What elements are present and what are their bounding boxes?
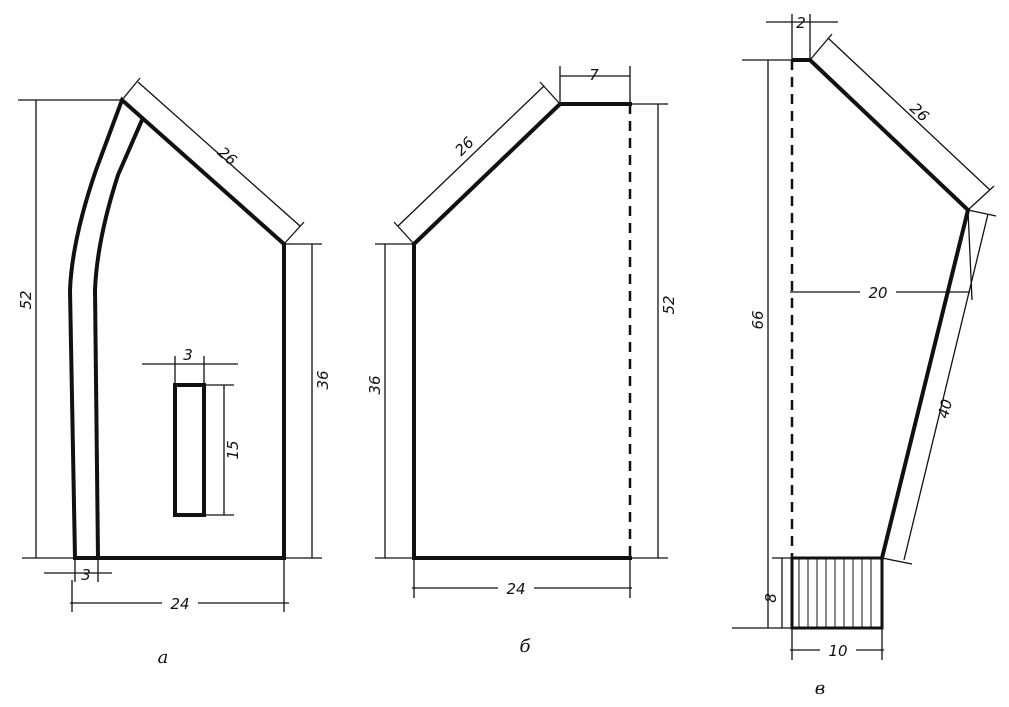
dim-line-v-top-edge — [827, 37, 991, 191]
dim-b-top-flat: 7 — [589, 66, 599, 84]
label-mask-b-bottom — [498, 579, 534, 597]
figure-a-strip-line — [92, 117, 145, 561]
dim-a-top-edge: 26 — [214, 143, 240, 169]
dim-a-slot-width: 3 — [183, 346, 193, 364]
caption-b: б — [520, 636, 532, 657]
figure-a-outline — [67, 96, 286, 560]
caption-a: а — [158, 647, 169, 668]
dim-v-long-edge: 40 — [934, 397, 956, 420]
ext-line-b-top-edge-1 — [393, 221, 415, 245]
ext-line-v-long-edge-1 — [967, 209, 997, 217]
dim-b-bottom-width: 24 — [506, 580, 525, 598]
ext-line-v-long-edge-2 — [881, 557, 913, 565]
label-mask-v-mid — [860, 283, 896, 301]
ext-line-v-top-edge-2 — [967, 185, 995, 211]
dim-v-height-total: 66 — [749, 310, 767, 329]
dim-line-a-top-edge — [137, 81, 301, 227]
dim-line-b-top-edge — [397, 85, 545, 227]
dim-a-height-total: 52 — [17, 290, 35, 309]
dim-a-bottom-width: 24 — [170, 595, 189, 613]
figure-a: 52 26 36 3 15 3 24 а — [17, 77, 332, 668]
figure-v-cuff — [790, 556, 884, 630]
ext-line-v-top-edge-1 — [809, 33, 833, 61]
label-mask-v-cuff — [820, 641, 856, 659]
dim-a-right-side: 36 — [314, 370, 332, 389]
dim-v-top-offset: 2 — [796, 14, 806, 32]
dim-b-height-total: 52 — [660, 295, 678, 314]
ext-line-b-top-edge-2 — [539, 81, 561, 105]
figure-a-slot — [173, 383, 206, 517]
figure-v: 2 26 66 20 40 8 10 в — [732, 14, 997, 699]
figure-b-outline — [412, 102, 632, 560]
dim-v-cuff-height: 8 — [762, 593, 780, 603]
dim-b-top-edge: 26 — [451, 133, 477, 159]
ext-line-a-top-edge-1 — [121, 77, 141, 101]
figure-b: 7 26 36 52 24 б — [366, 66, 678, 657]
caption-v: в — [815, 678, 825, 699]
dim-line-v-long-edge — [903, 213, 989, 561]
dim-a-strip-width: 3 — [81, 566, 91, 584]
dim-v-mid-width: 20 — [868, 284, 887, 302]
dim-v-top-edge: 26 — [906, 99, 932, 125]
figure-v-outline — [792, 58, 971, 561]
dim-b-left-side: 36 — [366, 375, 384, 394]
ext-line-a-top-edge-2 — [283, 221, 305, 245]
dim-v-cuff-width: 10 — [828, 642, 847, 660]
dim-a-slot-height: 15 — [224, 440, 242, 459]
label-mask-a-bottom — [162, 594, 198, 612]
